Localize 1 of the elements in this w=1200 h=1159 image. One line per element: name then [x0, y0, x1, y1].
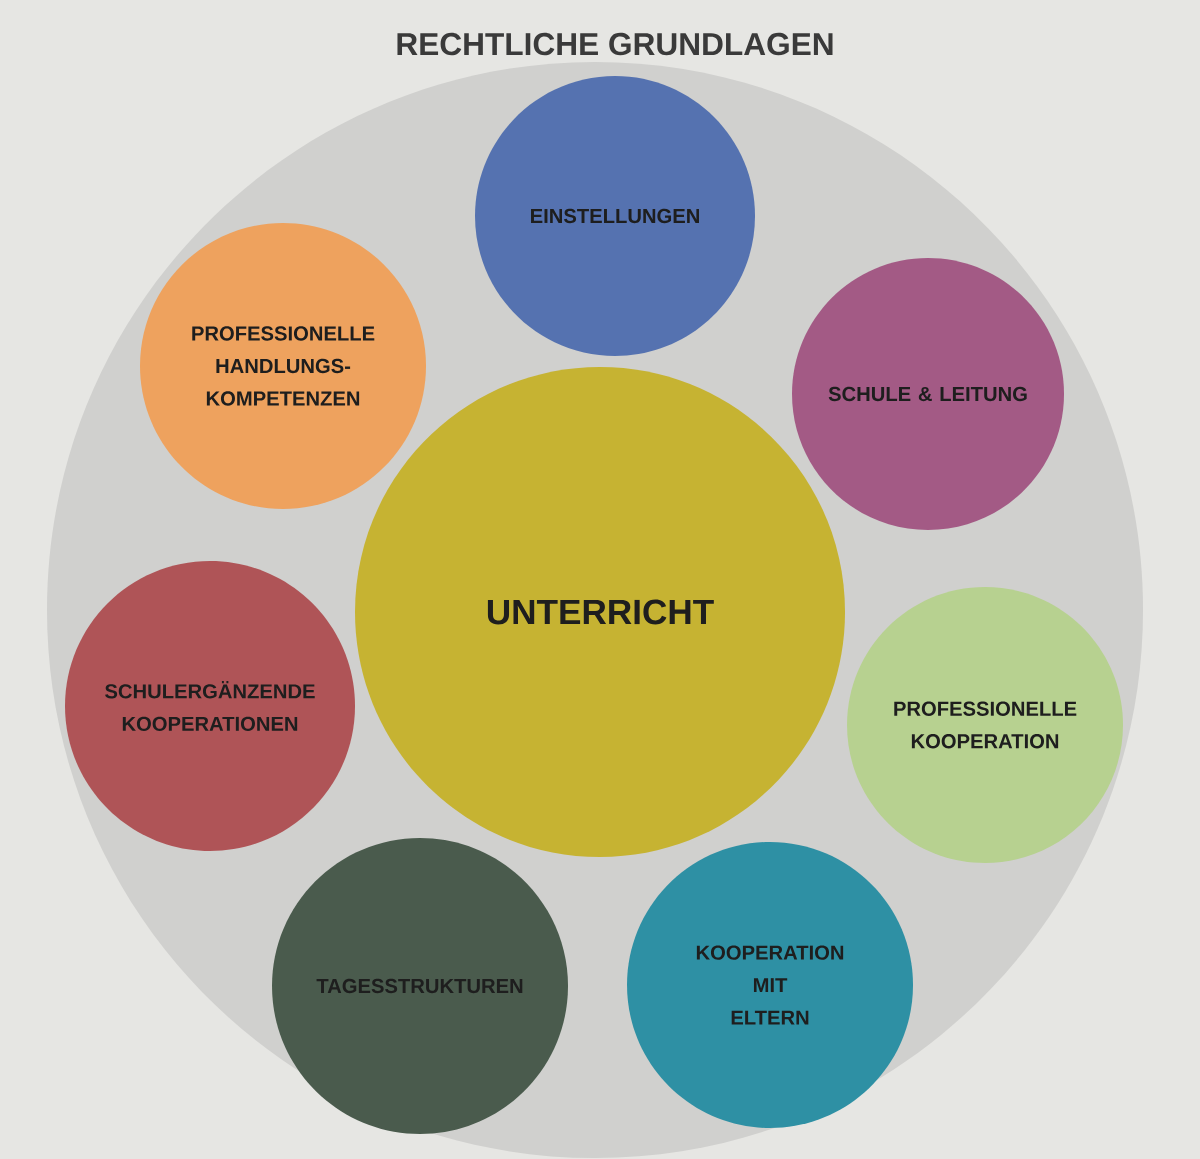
heading: RECHTLICHE GRUNDLAGEN — [397, 32, 833, 56]
